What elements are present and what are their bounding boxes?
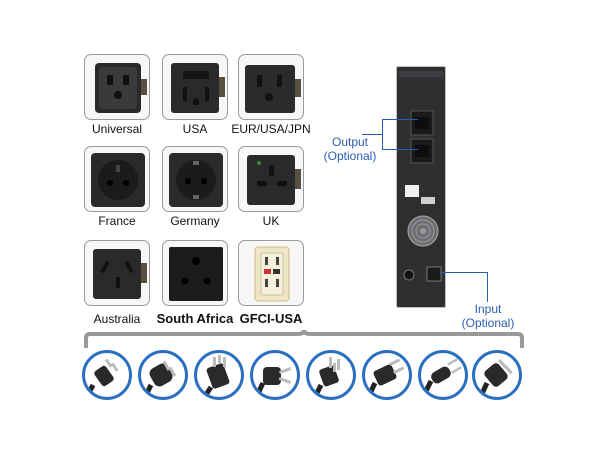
gfci-usa-socket-icon bbox=[238, 240, 304, 306]
eur-usa-jpn-socket-icon bbox=[238, 54, 304, 120]
australia-socket-icon bbox=[84, 240, 150, 306]
output-connector-line-top bbox=[382, 119, 418, 120]
ups-rear-panel bbox=[396, 66, 446, 308]
input-callout-subtitle: (Optional) bbox=[461, 316, 515, 330]
schuko-plug-icon bbox=[138, 350, 188, 400]
france-socket-icon bbox=[84, 146, 150, 212]
output-connector-line-bottom bbox=[382, 149, 418, 150]
australia-plug-icon bbox=[250, 350, 300, 400]
france-label: France bbox=[98, 214, 136, 228]
usa-grounded-plug-icon bbox=[82, 350, 132, 400]
angled-plug-icon bbox=[472, 350, 522, 400]
germany-socket-icon bbox=[162, 146, 228, 212]
south-africa-label: South Africa bbox=[156, 311, 234, 326]
usa-grounded-plug-icon bbox=[306, 350, 356, 400]
usa-flat-plug-icon bbox=[362, 350, 412, 400]
universal-label: Universal bbox=[91, 122, 142, 136]
input-connector-line-horizontal bbox=[440, 272, 488, 273]
uk-label: UK bbox=[262, 214, 280, 228]
uk-plug-icon bbox=[194, 350, 244, 400]
output-callout-title: Output bbox=[331, 135, 369, 149]
output-connector-line-stem bbox=[362, 134, 382, 135]
euro-plug-icon bbox=[418, 350, 468, 400]
usa-label: USA bbox=[182, 122, 208, 136]
output-connector-line-vertical bbox=[382, 119, 383, 150]
eur-usa-jpn-label: EUR/USA/JPN bbox=[231, 122, 311, 136]
south-africa-socket-icon bbox=[162, 240, 228, 306]
universal-socket-icon bbox=[84, 54, 150, 120]
usa-socket-icon bbox=[162, 54, 228, 120]
input-connector-line-vertical bbox=[487, 272, 488, 302]
output-callout-subtitle: (Optional) bbox=[323, 149, 377, 163]
output-callout: Output (Optional) bbox=[314, 135, 386, 163]
gfci-usa-label: GFCI-USA bbox=[239, 311, 303, 326]
input-callout-title: Input bbox=[474, 302, 502, 316]
uk-socket-icon bbox=[238, 146, 304, 212]
input-callout: Input (Optional) bbox=[452, 302, 524, 330]
germany-label: Germany bbox=[170, 214, 220, 228]
brace-divider bbox=[84, 330, 524, 348]
australia-label: Australia bbox=[93, 312, 141, 326]
